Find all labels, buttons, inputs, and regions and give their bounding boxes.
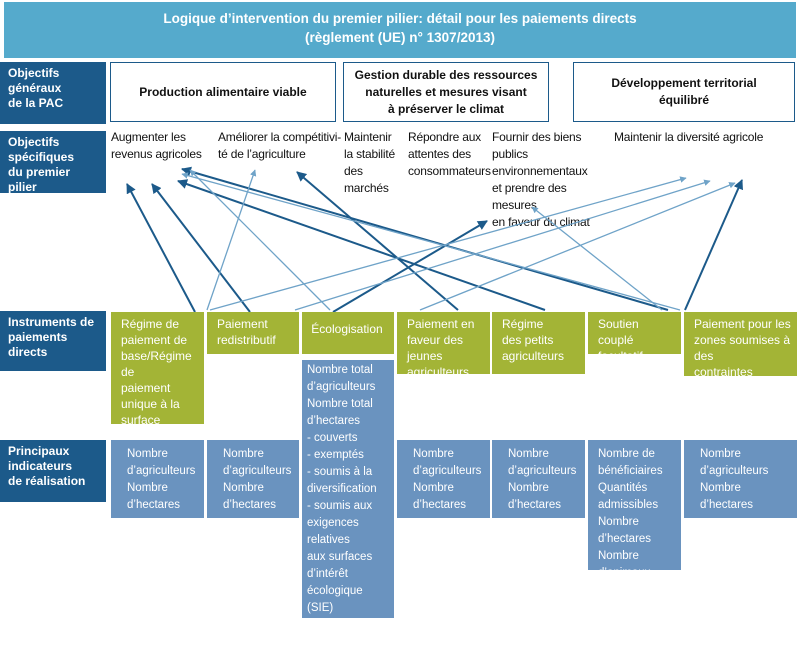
indicator-young-farmers: Nombre d’agriculteurs Nombre d’hectares xyxy=(397,440,490,518)
specific-objective-diversity: Maintenir la diversité agricole xyxy=(614,130,764,144)
arrow-bp-to-competitiveness xyxy=(206,169,257,311)
arrow-greening-to-public-goods xyxy=(332,220,488,313)
arrow-young-to-competitiveness xyxy=(296,171,459,311)
instrument-small-farmers: Régime des petits agriculteurs xyxy=(492,312,585,374)
title-line-1: Logique d’intervention du premier pilier… xyxy=(163,11,637,26)
general-objective-territorial: Développement territorial équilibré xyxy=(573,62,795,122)
arrow-greening-to-income xyxy=(189,169,331,311)
arrow-anc-to-income xyxy=(181,172,681,311)
row-label-general: Objectifs généraux de la PAC xyxy=(0,62,106,124)
indicator-coupled-support: Nombre de bénéficiaires Quantités admiss… xyxy=(588,440,681,579)
indicator-natural-constraints: Nombre d’agriculteurs Nombre d’hectares xyxy=(684,440,797,518)
instrument-basic-payment: Régime de paiement de base/Régime de pai… xyxy=(111,312,204,427)
title-line-2: (règlement (UE) n° 1307/2013) xyxy=(305,30,495,45)
specific-objective-income: Augmenter les revenus agricoles xyxy=(111,130,202,161)
instrument-coupled-support: Soutien couplé facultatif xyxy=(588,312,681,363)
row-label-instruments: Instruments de paiements directs xyxy=(0,311,106,371)
general-objective-food: Production alimentaire viable xyxy=(110,62,336,122)
arrow-small-to-income xyxy=(177,179,546,311)
instrument-natural-constraints: Paiement pour les zones soumises à des c… xyxy=(684,312,797,395)
arrow-coupled-to-income xyxy=(181,166,669,311)
row-label-specific: Objectifs spécifiques du premier pilier xyxy=(0,131,106,194)
diagram-title: Logique d’intervention du premier pilier… xyxy=(4,2,796,58)
indicator-redistributive-payment: Nombre d’agriculteurs Nombre d’hectares xyxy=(207,440,299,518)
arrows-layer xyxy=(126,166,743,313)
specific-objective-competitiveness: Améliorer la compétitivi- té de l’agricu… xyxy=(218,130,342,161)
arrow-bp-to-diversity xyxy=(209,176,687,311)
general-objective-sustainable-resources: Gestion durable des ressources naturelle… xyxy=(343,62,549,122)
indicator-small-farmers: Nombre d’agriculteurs Nombre d’hectares xyxy=(492,440,585,518)
instrument-greening: Écologisation xyxy=(302,312,394,354)
indicator-greening: Nombre total d’agriculteurs Nombre total… xyxy=(302,360,394,648)
arrow-bp-to-income xyxy=(126,183,196,313)
instrument-young-farmers: Paiement en faveur des jeunes agriculteu… xyxy=(397,312,490,379)
arrow-redistributive-to-income xyxy=(151,183,251,313)
arrow-anc-to-diversity xyxy=(684,179,743,311)
instrument-redistributive-payment: Paiement redistributif xyxy=(207,312,299,354)
arrow-redistributive-to-diversity xyxy=(294,179,711,311)
arrow-coupled-to-public-goods xyxy=(531,206,663,311)
row-label-indicators: Principaux indicateurs de réalisation xyxy=(0,440,106,502)
arrow-young-to-diversity xyxy=(419,182,736,311)
indicator-basic-payment: Nombre d’agriculteurs Nombre d’hectares xyxy=(111,440,204,518)
specific-objective-consumers: Répondre aux attentes des consommateurs xyxy=(408,130,491,178)
specific-objective-market-stability: Maintenir la stabilité des marchés xyxy=(344,130,395,195)
